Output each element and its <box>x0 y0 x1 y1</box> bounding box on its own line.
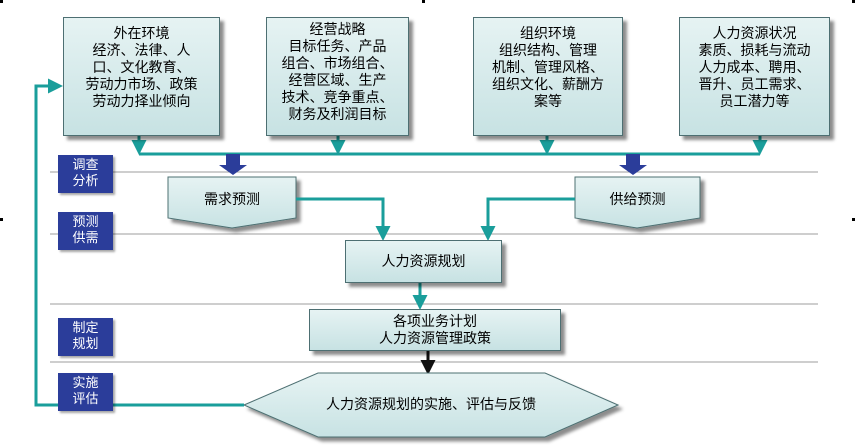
corner-marks <box>0 0 855 221</box>
demand-to-planning-arrow <box>296 197 391 241</box>
demand-forecast-shape <box>167 176 297 229</box>
factor-line: 经济、法律、人 <box>92 43 191 59</box>
factor-box-organizational-environment: 组织环境 组织结构、管理 机制、管理风格、 组织文化、薪酬方 案等 <box>473 17 623 136</box>
corner-mark <box>422 0 425 3</box>
stage-label-line: 调查 <box>72 158 99 173</box>
stage-label-line: 供需 <box>72 231 99 246</box>
stage-label-line: 预测 <box>72 215 99 230</box>
down-arrow-demand <box>219 154 247 175</box>
factor-line: 员工潜力等 <box>719 94 790 110</box>
stage-label-investigate-analyze: 调查 分析 <box>58 155 113 193</box>
factor-title: 人力资源状况 <box>712 26 797 42</box>
implementation-shape <box>242 372 620 438</box>
business-plans-line: 人力资源管理政策 <box>379 331 491 347</box>
corner-mark <box>852 0 855 3</box>
factor-title: 经营战略 <box>309 22 366 38</box>
implementation-label: 人力资源规划的实施、评估与反馈 <box>326 397 536 413</box>
stage-label-make-plan: 制定 规划 <box>58 318 113 356</box>
factor-line: 目标任务、产品 <box>288 39 387 55</box>
factor-line: 组织文化、薪酬方 <box>492 77 604 93</box>
factor-line: 口、文化教育、 <box>92 60 191 76</box>
factor-line: 素质、损耗与流动 <box>698 43 811 59</box>
factor-line: 人力成本、聘用、 <box>698 60 811 76</box>
stage-label-line: 制定 <box>72 321 99 336</box>
feedback-loop-arrow <box>34 78 244 407</box>
factor-line: 机制、管理风格、 <box>492 60 604 76</box>
factor-line: 劳动力择业倾向 <box>92 94 191 110</box>
stage-label-line: 分析 <box>72 174 99 189</box>
corner-mark <box>0 0 3 3</box>
demand-forecast-label: 需求预测 <box>204 192 260 208</box>
factor-line: 劳动力市场、政策 <box>85 77 198 93</box>
factor-line: 经营区域、生产 <box>288 73 387 89</box>
factor-box-external-environment: 外在环境 经济、法律、人 口、文化教育、 劳动力市场、政策 劳动力择业倾向 <box>63 17 220 136</box>
down-arrow-supply <box>619 154 647 175</box>
factor-box-hr-status: 人力资源状况 素质、损耗与流动 人力成本、聘用、 晋升、员工需求、 员工潜力等 <box>679 17 830 136</box>
corner-mark <box>0 218 3 221</box>
corner-mark <box>852 218 855 221</box>
hr-planning-label: 人力资源规划 <box>381 254 466 270</box>
factor-collector <box>131 136 768 156</box>
stage-label-line: 评估 <box>72 392 99 407</box>
factor-line: 案等 <box>534 94 562 110</box>
supply-forecast-shape <box>574 176 701 229</box>
supply-to-planning-arrow <box>480 197 575 241</box>
stage-label-forecast-supply-demand: 预测 供需 <box>58 212 113 250</box>
hr-planning-box: 人力资源规划 <box>345 240 502 283</box>
stage-label-line: 实施 <box>72 376 99 391</box>
stage-label-line: 规划 <box>72 337 99 352</box>
supply-forecast-label: 供给预测 <box>609 192 666 208</box>
down-arrows <box>219 154 647 175</box>
factor-line: 组合、市场组合、 <box>281 56 394 72</box>
factor-title: 组织环境 <box>520 26 576 42</box>
stage-label-implement-evaluate: 实施 评估 <box>58 373 113 411</box>
factor-box-business-strategy: 经营战略 目标任务、产品 组合、市场组合、 经营区域、生产 技术、竞争重点、 财… <box>266 17 409 136</box>
business-plans-box: 各项业务计划 人力资源管理政策 <box>309 309 561 351</box>
factor-line: 技术、竞争重点、 <box>281 90 394 106</box>
factor-line: 组织结构、管理 <box>499 43 597 59</box>
factor-title: 外在环境 <box>113 26 170 42</box>
business-plans-line: 各项业务计划 <box>393 314 477 330</box>
factor-line: 财务及利润目标 <box>288 107 387 123</box>
factor-line: 晋升、员工需求、 <box>698 77 811 93</box>
